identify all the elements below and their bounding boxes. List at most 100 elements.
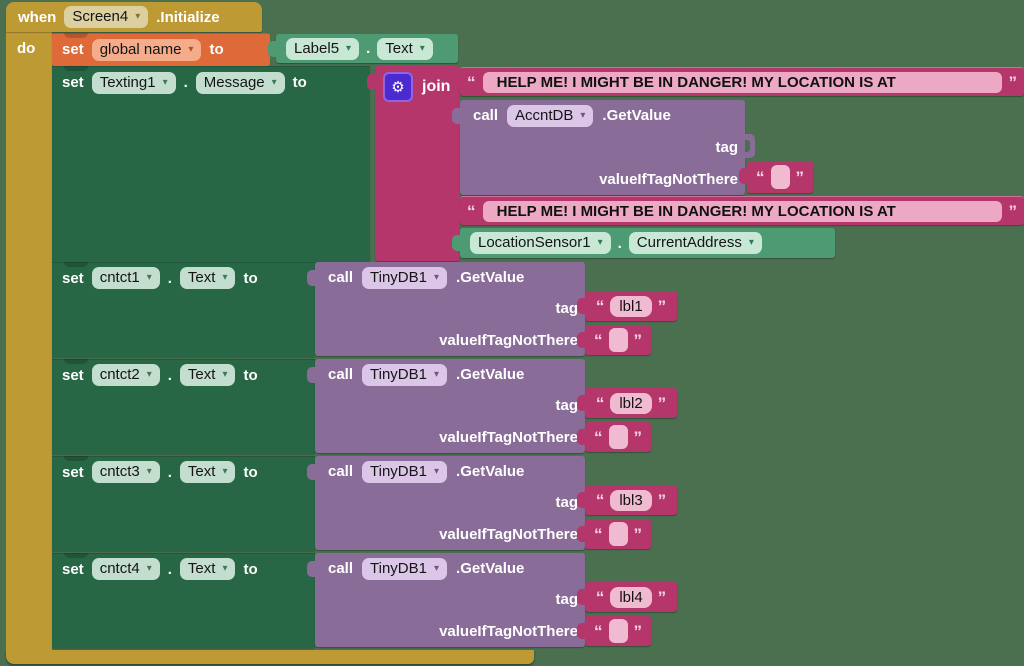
dropdown-icon: ▾ <box>222 369 228 380</box>
when-label: when <box>18 8 57 26</box>
dropdown-icon: ▾ <box>146 466 152 477</box>
text-property-dropdown[interactable]: Text ▾ <box>179 461 236 483</box>
tinydb-getvalue-call-block[interactable]: call TinyDB1 ▾ .GetValue tag valueIfTagN… <box>307 456 585 550</box>
dropdown-icon: ▾ <box>434 465 440 477</box>
text-property-dropdown[interactable]: Text ▾ <box>179 364 236 386</box>
text-property-dropdown[interactable]: Text ▾ <box>179 558 236 580</box>
cntct-dropdown[interactable]: cntct4 ▾ <box>91 558 160 580</box>
set-cntct-text-block[interactable]: set cntct2 ▾ . Text ▾ to <box>52 359 315 454</box>
dropdown-icon: ▾ <box>162 76 168 88</box>
tag-empty-socket[interactable] <box>745 134 755 158</box>
tinydb-getvalue-call-block[interactable]: call TinyDB1 ▾ .GetValue tag valueIfTagN… <box>307 553 585 647</box>
empty-string-block[interactable]: “ ” <box>577 422 651 452</box>
tinydb-getvalue-call-block[interactable]: call TinyDB1 ▾ .GetValue tag valueIfTagN… <box>307 262 585 356</box>
dropdown-icon: ▾ <box>222 272 228 283</box>
tag-string-field[interactable]: lbl1 <box>610 295 652 317</box>
empty-string-block[interactable]: “ ” <box>577 519 651 549</box>
tag-string-block[interactable]: “ lbl2 ” <box>577 388 677 418</box>
close-quote: ” <box>657 296 667 316</box>
set-cntct-text-block[interactable]: set cntct1 ▾ . Text ▾ to <box>52 262 315 357</box>
open-quote: “ <box>594 427 603 447</box>
tag-string-block[interactable]: “ lbl1 ” <box>577 291 677 321</box>
tinydb1-dropdown[interactable]: TinyDB1 ▾ <box>362 460 448 483</box>
tinydb1-dropdown[interactable]: TinyDB1 ▾ <box>362 363 448 386</box>
locationsensor-currentaddress-getter-block[interactable]: LocationSensor1 ▾ . CurrentAddress ▾ <box>452 228 835 258</box>
empty-string-block[interactable]: “ ” <box>739 161 813 193</box>
label5-dropdown[interactable]: Label5 ▾ <box>286 37 360 60</box>
open-quote: “ <box>467 201 476 221</box>
tag-string-field[interactable]: lbl4 <box>610 586 652 608</box>
screen4-dropdown[interactable]: Screen4 ▾ <box>64 6 149 28</box>
dot-label: . <box>167 366 172 384</box>
text-string-block-2[interactable]: “ HELP ME! I MIGHT BE IN DANGER! MY LOCA… <box>452 196 1024 225</box>
empty-string-block[interactable]: “ ” <box>577 616 651 646</box>
text-property-dropdown[interactable]: Text ▾ <box>179 267 236 289</box>
dropdown-icon: ▾ <box>419 42 425 54</box>
getvalue-label: .GetValue <box>456 463 525 480</box>
empty-string-block[interactable]: “ ” <box>577 325 651 355</box>
cntct-dropdown[interactable]: cntct3 ▾ <box>91 461 160 483</box>
currentaddress-dropdown[interactable]: CurrentAddress ▾ <box>628 232 762 254</box>
call-label: call <box>328 366 354 383</box>
value-if-tag-not-there-label: valueIfTagNotThere <box>439 622 578 640</box>
string-field[interactable]: HELP ME! I MIGHT BE IN DANGER! MY LOCATI… <box>482 200 1002 222</box>
text-property-dropdown[interactable]: Text ▾ <box>377 37 433 60</box>
set-cntct-text-block[interactable]: set cntct4 ▾ . Text ▾ to <box>52 553 315 648</box>
to-label: to <box>292 74 307 91</box>
cntct-dropdown-value: cntct3 <box>99 463 140 480</box>
dot-label: . <box>183 74 188 91</box>
dot-label: . <box>617 234 622 252</box>
message-property-dropdown[interactable]: Message ▾ <box>195 71 285 94</box>
accntdb-dropdown[interactable]: AccntDB ▾ <box>507 104 594 127</box>
locationsensor1-dropdown[interactable]: LocationSensor1 ▾ <box>470 232 611 254</box>
empty-string-field[interactable] <box>608 328 628 352</box>
close-quote: ” <box>1008 72 1018 92</box>
empty-string-field[interactable] <box>770 165 790 189</box>
texting1-dropdown[interactable]: Texting1 ▾ <box>91 71 176 94</box>
empty-string-field[interactable] <box>608 619 628 643</box>
tag-string-field[interactable]: lbl3 <box>610 489 652 511</box>
join-block[interactable]: ⚙ join <box>367 66 460 261</box>
cntct-dropdown-value: cntct1 <box>99 269 140 286</box>
close-quote: ” <box>657 490 667 510</box>
open-quote: “ <box>594 330 603 350</box>
label5-text-getter-block[interactable]: Label5 ▾ . Text ▾ <box>268 34 458 63</box>
empty-string-field[interactable] <box>608 522 628 546</box>
when-block-wall[interactable] <box>6 30 52 650</box>
tag-string-block[interactable]: “ lbl3 ” <box>577 485 677 515</box>
dropdown-icon: ▾ <box>748 237 754 248</box>
tag-label: tag <box>555 591 579 608</box>
set-label: set <box>62 74 84 91</box>
when-event-block[interactable]: when Screen4 ▾ .Initialize <box>6 2 262 32</box>
tinydb1-dropdown[interactable]: TinyDB1 ▾ <box>362 266 448 289</box>
close-quote: ” <box>633 621 643 641</box>
dropdown-icon: ▾ <box>580 109 586 121</box>
gear-icon[interactable]: ⚙ <box>383 72 413 102</box>
set-global-name-block[interactable]: set global name ▾ to <box>52 33 270 66</box>
set-cntct-text-block[interactable]: set cntct3 ▾ . Text ▾ to <box>52 456 315 551</box>
value-if-tag-not-there-label: valueIfTagNotThere <box>439 428 578 446</box>
set-texting-message-block[interactable]: set Texting1 ▾ . Message ▾ to <box>52 66 370 262</box>
cntct-dropdown[interactable]: cntct1 ▾ <box>91 267 160 289</box>
tinydb1-dropdown[interactable]: TinyDB1 ▾ <box>362 557 448 580</box>
when-block-footer[interactable] <box>6 650 534 664</box>
tag-label: tag <box>555 397 579 414</box>
set-label: set <box>62 463 84 481</box>
tinydb-getvalue-call-block[interactable]: call TinyDB1 ▾ .GetValue tag valueIfTagN… <box>307 359 585 453</box>
tag-string-block[interactable]: “ lbl4 ” <box>577 582 677 612</box>
empty-string-field[interactable] <box>608 425 628 449</box>
cntct-dropdown[interactable]: cntct2 ▾ <box>91 364 160 386</box>
open-quote: “ <box>595 587 605 607</box>
tag-string-field[interactable]: lbl2 <box>610 392 652 414</box>
dropdown-icon: ▾ <box>434 271 440 283</box>
tinydb1-dropdown-value: TinyDB1 <box>370 559 427 577</box>
getvalue-label: .GetValue <box>456 560 525 577</box>
global-name-dropdown[interactable]: global name ▾ <box>91 38 202 61</box>
text-string-block-1[interactable]: “ HELP ME! I MIGHT BE IN DANGER! MY LOCA… <box>452 67 1024 96</box>
text-property-dropdown-value: Text <box>385 39 413 57</box>
tinydb1-dropdown-value: TinyDB1 <box>370 268 427 286</box>
string-field[interactable]: HELP ME! I MIGHT BE IN DANGER! MY LOCATI… <box>482 71 1002 93</box>
text-property-dropdown-value: Text <box>187 366 216 383</box>
accntdb-getvalue-call-block[interactable]: call AccntDB ▾ .GetValue tag valueIfTagN… <box>452 100 745 195</box>
